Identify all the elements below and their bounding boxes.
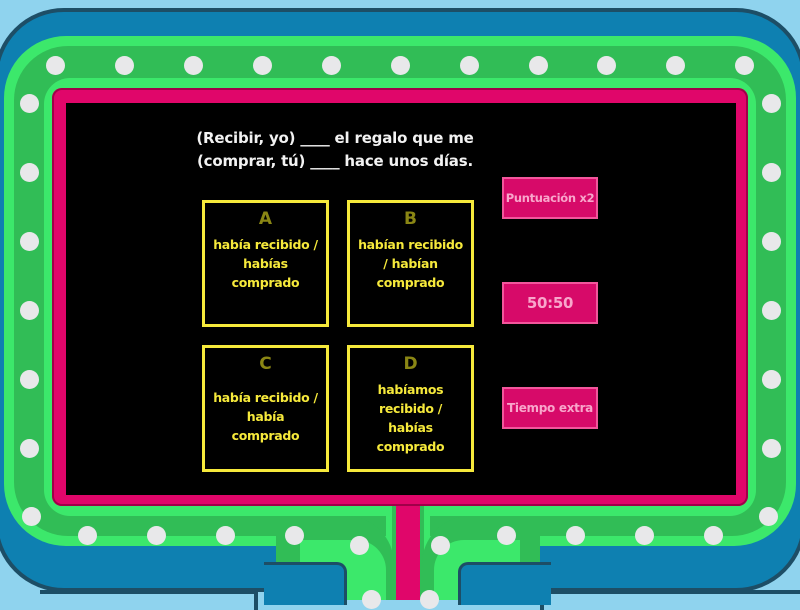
bulb bbox=[20, 370, 39, 389]
bulb bbox=[46, 56, 65, 75]
bulb bbox=[78, 526, 97, 545]
bulb bbox=[216, 526, 235, 545]
answer-text: habían recibido / habían comprado bbox=[358, 237, 463, 290]
double-score-button[interactable]: Puntuación x2 bbox=[502, 177, 598, 219]
bulb bbox=[431, 536, 450, 555]
bulb bbox=[20, 163, 39, 182]
bulb bbox=[762, 232, 781, 251]
extra-time-button[interactable]: Tiempo extra bbox=[502, 387, 598, 429]
extra-time-label: Tiempo extra bbox=[507, 401, 593, 415]
bulb bbox=[20, 232, 39, 251]
answer-text: habíamos recibido / habías comprado bbox=[376, 382, 445, 454]
bulb bbox=[566, 526, 585, 545]
answer-text: había recibido / había comprado bbox=[213, 390, 318, 443]
bulb bbox=[20, 301, 39, 320]
bulb bbox=[762, 370, 781, 389]
question-line-1: (Recibir, yo) ____ el regalo que me bbox=[196, 129, 474, 147]
bulb bbox=[20, 94, 39, 113]
bulb bbox=[704, 526, 723, 545]
background-sky-bottom-left bbox=[40, 590, 258, 610]
bulb bbox=[322, 56, 341, 75]
question-line-2: (comprar, tú) ____ hace unos días. bbox=[197, 152, 473, 170]
answer-letter: D bbox=[403, 354, 418, 374]
bulb bbox=[184, 56, 203, 75]
stem-blue-right bbox=[458, 562, 551, 605]
magenta-stem bbox=[396, 490, 420, 600]
bulb bbox=[22, 507, 41, 526]
fifty-fifty-label: 50:50 bbox=[526, 294, 574, 312]
answer-option-a[interactable]: A había recibido / habías comprado bbox=[202, 200, 329, 327]
bulb bbox=[762, 439, 781, 458]
bulb bbox=[666, 56, 685, 75]
bulb bbox=[391, 56, 410, 75]
bulb bbox=[350, 536, 369, 555]
bulb bbox=[253, 56, 272, 75]
question-text: (Recibir, yo) ____ el regalo que me (com… bbox=[150, 127, 520, 173]
answer-option-d[interactable]: D habíamos recibido / habías comprado bbox=[347, 345, 474, 472]
bulb bbox=[635, 526, 654, 545]
fifty-fifty-button[interactable]: 50:50 bbox=[502, 282, 598, 324]
bulb bbox=[529, 56, 548, 75]
bulb bbox=[597, 56, 616, 75]
answer-option-c[interactable]: C había recibido / había comprado bbox=[202, 345, 329, 472]
bulb bbox=[762, 163, 781, 182]
bulb bbox=[20, 439, 39, 458]
answer-text: había recibido / habías comprado bbox=[213, 237, 318, 290]
bulb bbox=[147, 526, 166, 545]
double-score-label: Puntuación x2 bbox=[505, 191, 595, 205]
background-sky-bottom-right bbox=[540, 590, 800, 610]
bulb bbox=[460, 56, 479, 75]
answer-letter: C bbox=[259, 354, 272, 374]
answer-letter: A bbox=[258, 209, 273, 229]
bulb bbox=[735, 56, 754, 75]
answer-option-b[interactable]: B habían recibido / habían comprado bbox=[347, 200, 474, 327]
bulb bbox=[762, 94, 781, 113]
bulb bbox=[497, 526, 516, 545]
bulb bbox=[762, 301, 781, 320]
bulb bbox=[115, 56, 134, 75]
answer-letter: B bbox=[404, 209, 417, 229]
stem-blue-left bbox=[264, 562, 347, 605]
bulb bbox=[285, 526, 304, 545]
bulb bbox=[759, 507, 778, 526]
